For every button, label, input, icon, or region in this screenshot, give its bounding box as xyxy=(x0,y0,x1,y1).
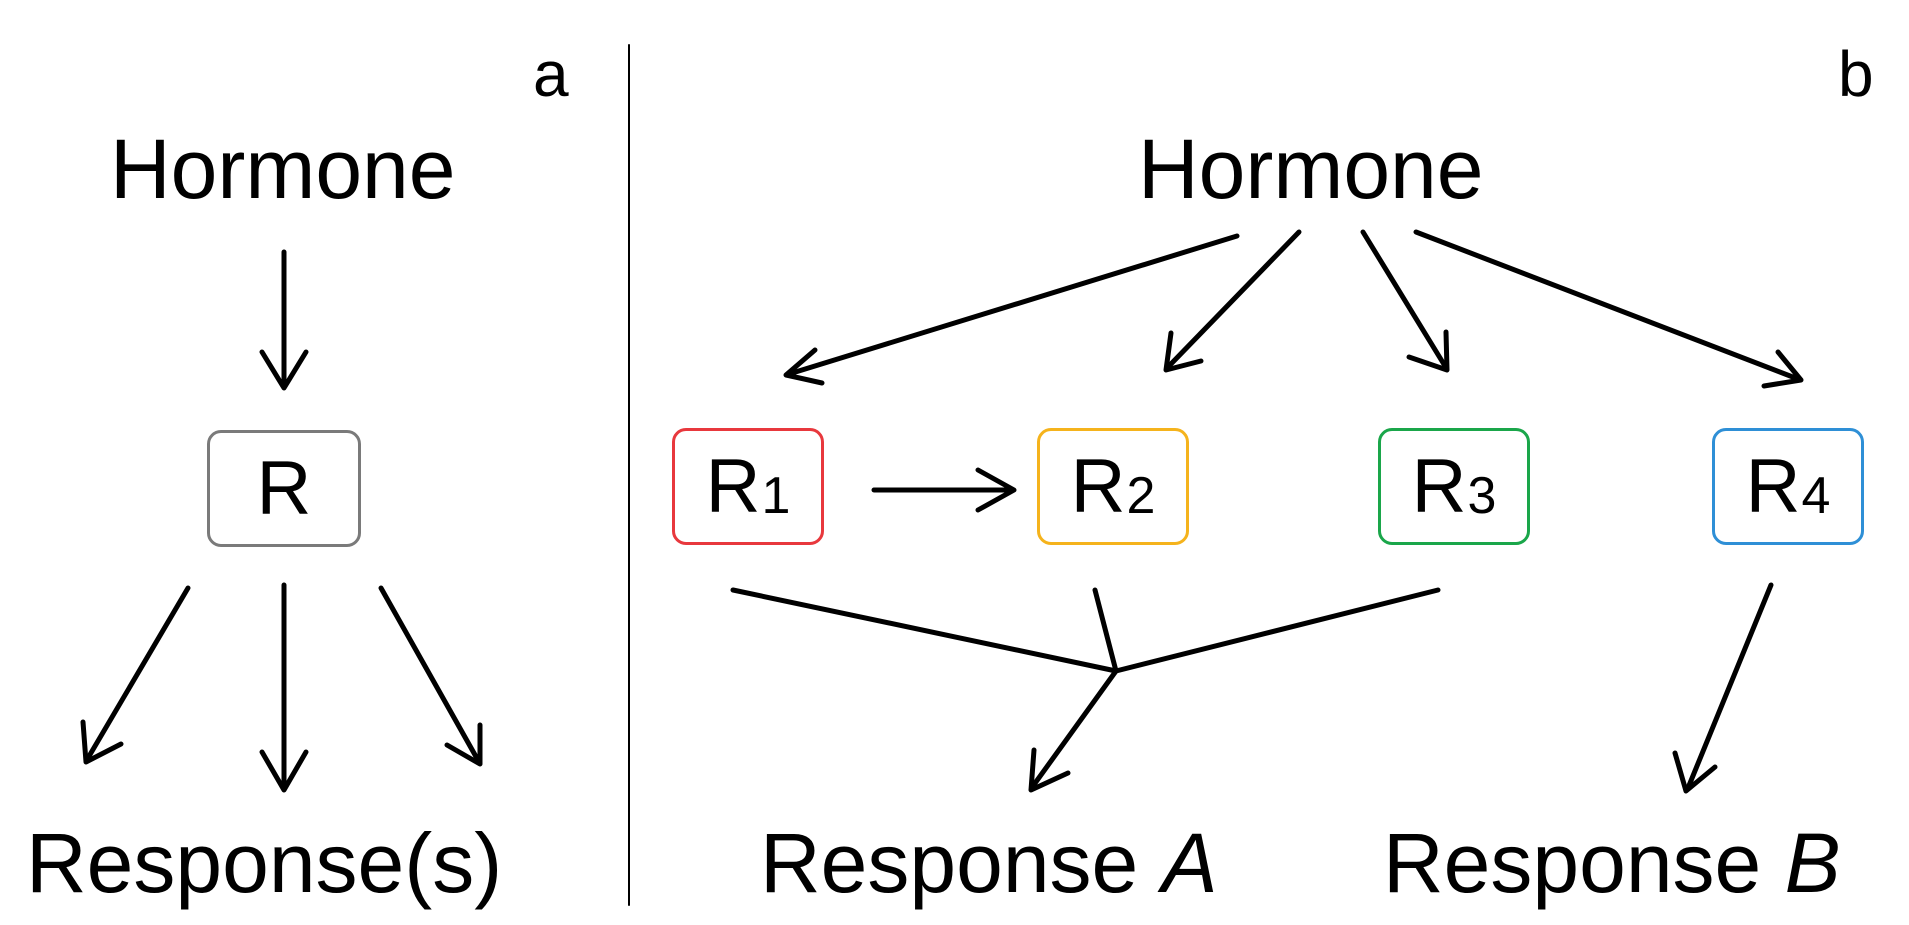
response-a-label: Response A xyxy=(760,821,1218,905)
arrow-r-to-response-middle xyxy=(259,582,309,793)
response-b-label: Response B xyxy=(1383,821,1841,905)
receptor-r3-letter: R xyxy=(1411,443,1467,529)
arrow-r-to-response-left xyxy=(80,585,191,765)
arrow-hormone-to-r3 xyxy=(1360,229,1450,373)
arrow-r4-to-response-b xyxy=(1672,582,1774,794)
arrow-r-to-response-right xyxy=(378,585,483,767)
response-b-letter: B xyxy=(1784,816,1841,910)
merge-lines-r1-r2-r3 xyxy=(730,587,1441,674)
arrow-r1-to-r2 xyxy=(871,467,1017,513)
panel-b-letter: b xyxy=(1838,38,1874,110)
receptor-r2-letter: R xyxy=(1070,443,1126,529)
panel-a-response-label: Response(s) xyxy=(26,816,503,910)
receptor-r1-letter: R xyxy=(705,443,761,529)
arrow-hormone-to-r4 xyxy=(1413,229,1804,389)
panel-a-hormone-label: Hormone xyxy=(110,122,456,216)
arrow-hormone-to-r2 xyxy=(1163,229,1302,373)
panel-a-letter: a xyxy=(533,38,569,110)
response-a-text: Response xyxy=(760,816,1162,910)
response-a-letter: A xyxy=(1161,816,1218,910)
receptor-r1-subscript: 1 xyxy=(761,466,791,525)
receptor-r4-subscript: 4 xyxy=(1801,466,1831,525)
panel-a-receptor-box: R xyxy=(207,430,361,547)
receptor-r2-subscript: 2 xyxy=(1126,466,1156,525)
response-b-text: Response xyxy=(1383,816,1785,910)
receptor-r4-letter: R xyxy=(1745,443,1801,529)
arrow-hormone-to-r xyxy=(259,249,309,391)
panel-b-hormone-label: Hormone xyxy=(1138,122,1484,216)
panel-a-receptor-label: R xyxy=(256,445,312,531)
receptor-r3-subscript: 3 xyxy=(1467,466,1497,525)
arrow-hormone-to-r1 xyxy=(783,233,1240,386)
arrow-merge-to-response-a xyxy=(1028,668,1119,793)
